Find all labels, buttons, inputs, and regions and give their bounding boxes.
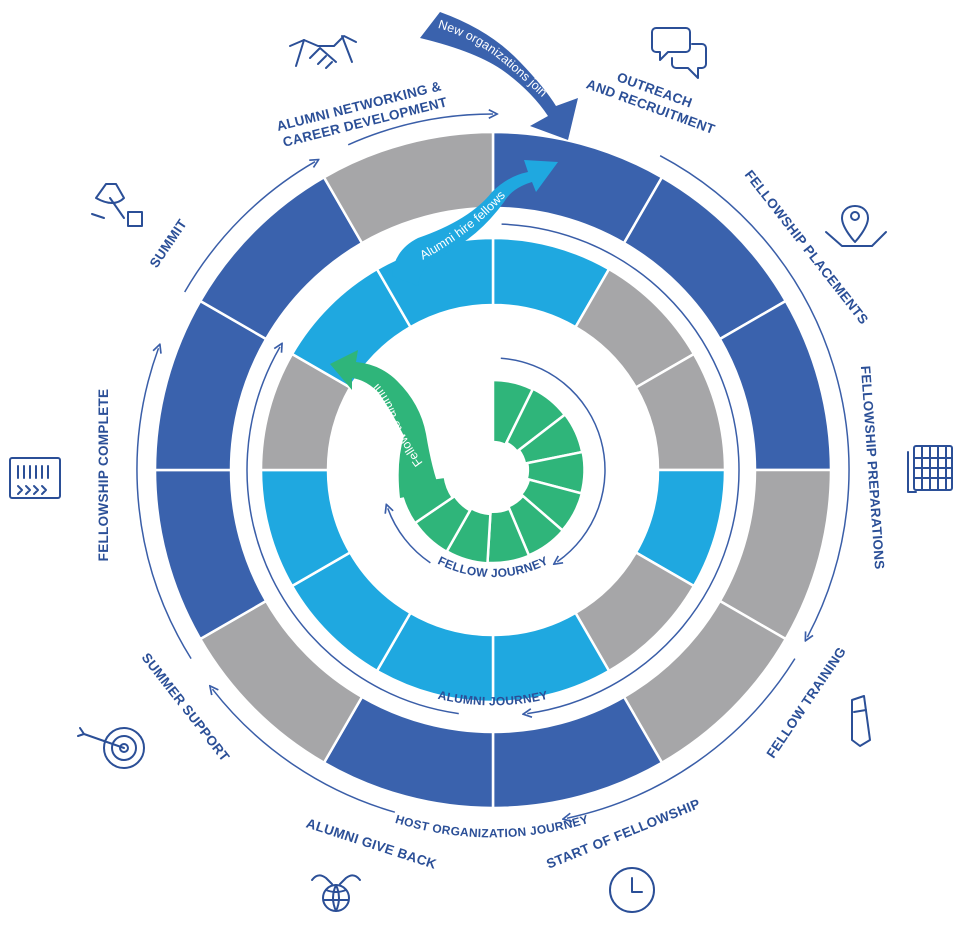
stage-fellowship-complete: FELLOWSHIP COMPLETE [96,389,111,562]
host-organization-journey-label: HOST ORGANIZATION JOURNEY [394,812,590,840]
stage-outreach: OUTREACH AND RECRUITMENT [584,61,723,138]
fellow-guide-right [500,357,606,561]
alumni-guide-right [501,223,740,713]
alumni-ring [259,236,727,704]
trophy-icon [91,183,143,227]
host-guide-upper-left [184,162,315,293]
cycle-guide-lines [136,114,850,819]
hands-globe-icon [311,874,361,912]
target-icon [77,727,145,769]
alumni-journey-label: ALUMNI JOURNEY [437,688,549,708]
handshake-icon [289,35,357,69]
svg-text:OUTREACH AND RECRUITMENT: OUTREACH AND RECRUITMENT [584,61,723,138]
host-ring-segment [322,130,495,245]
stage-summit: SUMMIT [147,216,190,270]
new-organizations-join-arrow: New organizations join [420,12,578,140]
clock-icon [609,867,655,913]
host-guide-bottom-right [567,658,796,819]
fellow-to-alumni-arrow: Fellow-to-alumni [330,350,440,498]
stage-fellowship-preparations: FELLOWSHIP PREPARATIONS [858,365,887,570]
stage-start-of-fellowship: START OF FELLOWSHIP [544,796,702,872]
host-guide-top [347,114,493,146]
pencil-icon [851,695,871,747]
checklist-icon [9,457,61,499]
host-guide-right [659,155,850,637]
stage-fellow-training: FELLOW TRAINING [764,644,849,761]
host-guide-left [136,348,192,660]
alumni-guide-left [246,347,459,715]
fellow-guide-left [388,508,431,564]
host-organization-ring [153,130,833,810]
host-guide-bottom-left [212,689,396,813]
svg-text:HOST ORGANIZATION JOURNEY: HOST ORGANIZATION JOURNEY [394,812,590,840]
map-pin-icon [825,205,887,247]
fellow-ring [398,378,586,565]
chat-bubbles-icon [651,27,707,79]
calendar-icon [907,445,953,493]
svg-text:ALUMNI JOURNEY: ALUMNI JOURNEY [437,688,550,708]
